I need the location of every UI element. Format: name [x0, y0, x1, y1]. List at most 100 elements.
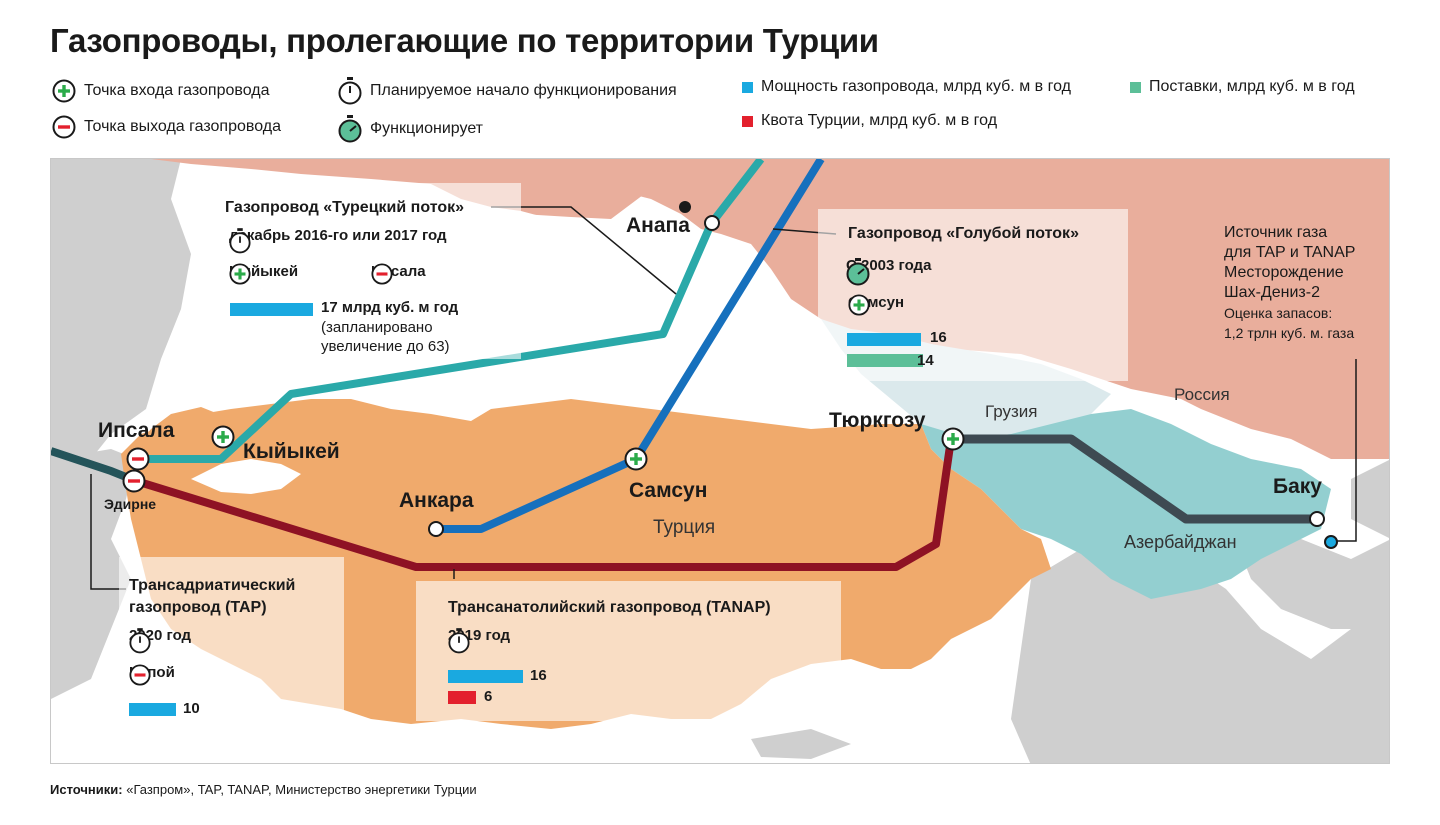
- legend-exit-point-label: Точка выхода газопровода: [84, 118, 281, 135]
- tap-capacity-bar: [129, 703, 176, 716]
- place-turkey: Турция: [653, 517, 716, 538]
- place-anapa: Анапа: [626, 214, 690, 237]
- place-ankara: Анкара: [399, 489, 474, 512]
- blue-stream-supplies-bar: [847, 354, 923, 367]
- place-edirne: Эдирне: [104, 496, 157, 512]
- shah-deniz-line-4: Шах-Дениз-2: [1224, 284, 1320, 301]
- turkish-stream-entry-row: Кыйыкей: [229, 263, 298, 285]
- legend-capacity-label: Мощность газопровода, млрд куб. м в год: [761, 78, 1071, 95]
- place-kiyikey: Кыйыкей: [243, 440, 340, 463]
- blue-stream-entry-row: Самсун: [848, 294, 904, 316]
- tap-exit-row: Кипой: [129, 664, 175, 686]
- blue-stream-capacity-label: 16: [930, 329, 947, 346]
- tanap-capacity-bar: [448, 670, 523, 683]
- sources-text: «Газпром», TAP, TANAP, Министерство энер…: [122, 782, 477, 797]
- greece-land: [51, 449, 136, 699]
- tanap-quota-label: 6: [484, 688, 493, 705]
- baku-line: [951, 434, 1316, 524]
- cyprus-land: [751, 729, 851, 759]
- sources-label: Источники:: [50, 782, 123, 797]
- legend-functioning: Функционирует: [338, 114, 483, 144]
- blue-stream-title: Газопровод «Голубой поток»: [848, 225, 1079, 242]
- blue-stream-box: Газопровод «Голубой поток» С 2003 года С…: [818, 209, 1128, 381]
- leader-tap: [90, 474, 126, 590]
- supplies-swatch: [1130, 81, 1141, 93]
- samsun-entry-icon: [624, 447, 648, 471]
- turkish-stream-capacity-bar: [230, 303, 313, 316]
- shah-deniz-line-2: для TAP и TANAP: [1224, 244, 1356, 261]
- blue-stream-supplies-label: 14: [917, 352, 934, 369]
- quota-swatch: [742, 115, 753, 127]
- place-georgia: Грузия: [985, 402, 1038, 421]
- turkish-stream-box: Газопровод «Турецкий поток» декабрь 2016…: [199, 183, 521, 359]
- legend-quota-label: Квота Турции, млрд куб. м в год: [761, 112, 998, 129]
- tap-title-1: Трансадриатический: [129, 577, 296, 594]
- map: Анапа Ипсала Кыйыкей Эдирне Анкара Самсу…: [50, 158, 1390, 764]
- turkish-stream-title: Газопровод «Турецкий поток»: [225, 199, 465, 216]
- page-title: Газопроводы, пролегающие по территории Т…: [50, 22, 879, 59]
- thrace-land: [126, 407, 226, 494]
- tanap-title: Трансанатолийский газопровод (TANAP): [448, 599, 771, 616]
- tap-title-2: газопровод (TAP): [129, 599, 267, 616]
- tap-date-row: 2020 год: [129, 627, 191, 654]
- blue-stream-capacity-bar: [847, 333, 921, 346]
- plus-circle-icon: [52, 79, 76, 103]
- legend-quota: Квота Турции, млрд куб. м в год: [742, 112, 997, 130]
- shah-deniz-line-3: Месторождение: [1224, 264, 1344, 281]
- legend-planned-start-label: Планируемое начало функционирования: [370, 82, 677, 99]
- turkish-stream-date: декабрь 2016-го или 2017 год: [229, 227, 447, 244]
- legend-planned-start: Планируемое начало функционирования: [338, 76, 677, 106]
- tanap-line: [134, 438, 955, 571]
- kiyikey-entry-icon: [211, 425, 235, 449]
- legend-entry-point: Точка входа газопровода: [52, 79, 269, 103]
- minus-circle-icon: [371, 263, 393, 285]
- anapa-node: [704, 215, 720, 231]
- legend-capacity: Мощность газопровода, млрд куб. м в год: [742, 78, 1071, 96]
- blue-stream-date-row: С 2003 года: [846, 257, 931, 286]
- place-turkgozu: Тюркгозу: [829, 409, 926, 432]
- ankara-node: [428, 521, 444, 537]
- shah-deniz-node: [1324, 535, 1338, 549]
- balkans-land: [51, 159, 191, 459]
- leader-baku: [1331, 359, 1357, 542]
- azerbaijan-land: [921, 409, 1331, 599]
- stopwatch-functioning-icon: [846, 258, 870, 286]
- ipsala-exit-icon: [126, 447, 150, 471]
- turkish-stream-note-1: (запланировано: [321, 319, 433, 336]
- capacity-swatch: [742, 81, 753, 93]
- stopwatch-icon: [448, 628, 470, 654]
- anapa-dot: [679, 201, 691, 213]
- tanap-capacity-label: 16: [530, 667, 547, 684]
- place-samsun: Самсун: [629, 479, 708, 502]
- shah-deniz-note: Источник газа для TAP и TANAP Месторожде…: [1224, 223, 1355, 343]
- tap-box: Трансадриатический газопровод (TAP) 2020…: [119, 557, 344, 735]
- tanap-date-row: 2019 год: [448, 627, 510, 654]
- place-baku: Баку: [1273, 475, 1322, 498]
- place-ipsala: Ипсала: [98, 419, 175, 442]
- sources-footer: Источники: «Газпром», TAP, TANAP, Минист…: [50, 782, 477, 797]
- legend-functioning-label: Функционирует: [370, 120, 484, 137]
- turkish-stream-date-row: декабрь 2016-го или 2017 год: [229, 227, 447, 254]
- stopwatch-icon: [338, 77, 362, 105]
- stopwatch-icon: [129, 628, 151, 654]
- turkish-stream-note-2: увеличение до 63): [321, 338, 450, 355]
- legend-supplies-label: Поставки, млрд куб. м в год: [1149, 78, 1355, 95]
- shah-deniz-line-5: Оценка запасов:: [1224, 305, 1333, 321]
- marmara-sea: [191, 459, 301, 494]
- turkish-stream-capacity-label: 17 млрд куб. м год: [321, 299, 459, 316]
- legend-exit-point: Точка выхода газопровода: [52, 115, 281, 139]
- tanap-box: Трансанатолийский газопровод (TANAP) 201…: [416, 581, 841, 721]
- tanap-quota-bar: [448, 691, 476, 704]
- shah-deniz-line-6: 1,2 трлн куб. м. газа: [1224, 325, 1355, 341]
- stopwatch-icon: [229, 228, 251, 254]
- east-land: [1351, 460, 1389, 538]
- shah-deniz-line-1: Источник газа: [1224, 224, 1328, 241]
- place-russia: Россия: [1174, 385, 1230, 404]
- place-azerbaijan: Азербайджан: [1124, 532, 1237, 552]
- stopwatch-functioning-icon: [338, 115, 362, 143]
- turkgozu-entry-icon: [941, 427, 965, 451]
- legend-supplies: Поставки, млрд куб. м в год: [1130, 78, 1355, 96]
- blue-stream-line: [436, 159, 825, 533]
- turkish-stream-line: [141, 159, 765, 463]
- baku-node: [1309, 511, 1325, 527]
